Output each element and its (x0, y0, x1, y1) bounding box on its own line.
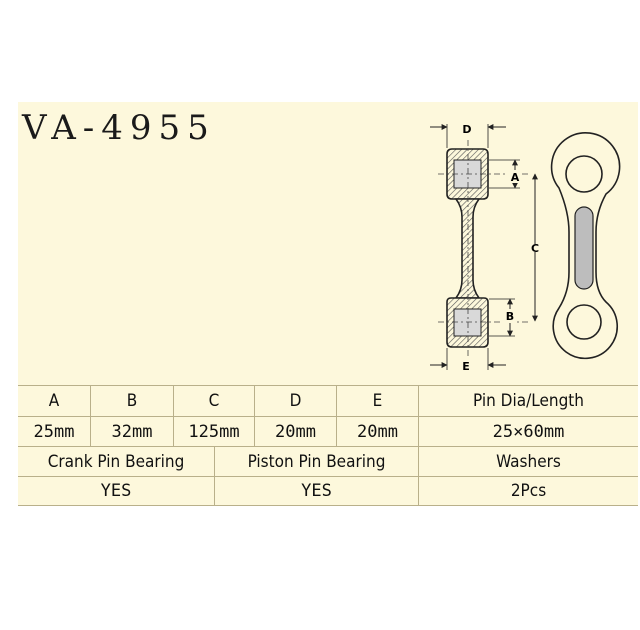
value-b: 32mm (111, 421, 153, 442)
small-end-bore-front (566, 304, 602, 340)
value-c: 125mm (188, 421, 240, 442)
header-pin-dia-length: Pin Dia/Length (473, 391, 584, 411)
value-d: 20mm (275, 421, 316, 442)
header-washers: Washers (496, 451, 561, 472)
value-crank-pin-bearing: YES (100, 481, 132, 501)
part-number-title: VA-4955 (22, 108, 216, 148)
side-view (438, 140, 528, 357)
dimension-e: E (430, 348, 506, 373)
header-a: A (48, 391, 60, 411)
shank-section (454, 198, 481, 299)
header-d: D (289, 391, 302, 411)
header-b: B (126, 391, 138, 411)
big-end-bore-front (565, 155, 603, 193)
dimension-b: B (489, 298, 517, 337)
label-b: B (506, 310, 514, 323)
web-recess (574, 206, 594, 290)
header-c: C (208, 391, 220, 411)
dimension-c: C (531, 173, 539, 322)
label-d: D (462, 123, 471, 136)
value-a: 25mm (33, 421, 75, 442)
value-e: 20mm (357, 421, 398, 442)
value-washers: 2Pcs (510, 481, 547, 501)
value-pin-dia-length: 25×60mm (492, 421, 565, 442)
spec-sheet: VA-4955 (18, 102, 638, 506)
front-view (550, 132, 621, 360)
header-e: E (372, 391, 383, 411)
header-crank-pin-bearing: Crank Pin Bearing (47, 451, 185, 472)
dimension-a: A (489, 159, 522, 189)
value-piston-pin-bearing: YES (301, 481, 332, 501)
label-e: E (462, 360, 470, 373)
label-c: C (531, 242, 539, 255)
connecting-rod-drawing: D A B E (430, 123, 621, 373)
small-end-bore (453, 308, 482, 337)
label-a: A (511, 171, 520, 184)
header-piston-pin-bearing: Piston Pin Bearing (247, 451, 386, 472)
dimension-d: D (430, 123, 506, 148)
